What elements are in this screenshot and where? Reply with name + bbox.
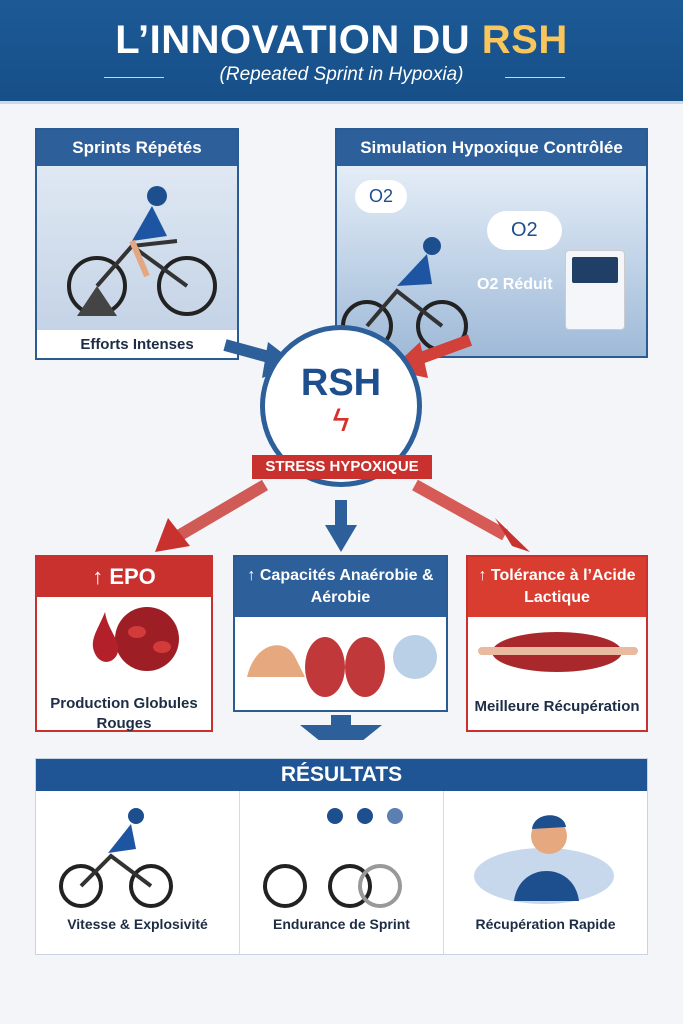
arrow-icon bbox=[155, 518, 190, 552]
results-title: RÉSULTATS bbox=[36, 759, 647, 791]
card-lactic: ↑ Tolérance à l’Acide Lactique Meilleure… bbox=[466, 555, 648, 732]
cyclist-icon bbox=[59, 808, 173, 908]
result-caption: Vitesse & Explosivité bbox=[67, 916, 208, 932]
results-list: Vitesse & Explosivité Endurance de Sprin… bbox=[36, 791, 647, 954]
card-hypoxia: Simulation Hypoxique Contrôlée O2 O2 O2 … bbox=[335, 128, 648, 358]
lightning-icon: ϟ bbox=[332, 402, 350, 438]
arrow-icon bbox=[495, 518, 530, 552]
muscle-lungs-icon bbox=[247, 635, 437, 697]
card-caption: Meilleure Récupération bbox=[474, 698, 640, 715]
cyclist-illustration bbox=[37, 166, 237, 330]
divider bbox=[505, 77, 565, 78]
card-caption: Production Globules Rouges bbox=[50, 695, 198, 732]
resting-athlete-icon bbox=[474, 815, 614, 904]
monitor-device-icon bbox=[565, 250, 625, 330]
o2-cloud: O2 bbox=[487, 211, 562, 250]
card-title: Simulation Hypoxique Contrôlée bbox=[337, 130, 646, 166]
divider bbox=[104, 77, 164, 78]
muscle-icon bbox=[478, 632, 638, 672]
result-item: Récupération Rapide bbox=[444, 791, 647, 954]
cyclists-group-icon bbox=[263, 808, 403, 908]
title-accent: RSH bbox=[481, 18, 568, 62]
rsh-label: RSH bbox=[300, 362, 382, 404]
blood-cells-icon bbox=[92, 607, 179, 671]
result-caption: Endurance de Sprint bbox=[273, 916, 410, 932]
card-title: ↑ EPO bbox=[37, 557, 211, 597]
card-capacities: ↑ Capacités Anaérobie & Aérobie bbox=[233, 555, 448, 712]
o2-reduced-label: O2 Réduit bbox=[477, 276, 553, 293]
result-item: Endurance de Sprint bbox=[240, 791, 444, 954]
cyclist-icon bbox=[67, 186, 217, 316]
header-banner bbox=[0, 0, 683, 104]
arrow-icon bbox=[412, 479, 508, 541]
results-panel: RÉSULTATS Vitesse & Explosivité Enduranc… bbox=[35, 758, 648, 955]
card-caption: Efforts Intenses bbox=[80, 336, 194, 353]
o2-cloud: O2 bbox=[355, 180, 408, 213]
title-main: L’INNOVATION DU bbox=[115, 18, 471, 62]
page-subtitle: (Repeated Sprint in Hypoxia) bbox=[219, 64, 464, 85]
card-title: Sprints Répétés bbox=[37, 130, 237, 166]
card-sprints: Sprints Répétés Efforts Intenses bbox=[35, 128, 239, 360]
card-epo: ↑ EPO Production Globules Rouges bbox=[35, 555, 213, 732]
page-title: L’INNOVATION DU RSH bbox=[0, 18, 683, 63]
card-title: ↑ Capacités Anaérobie & Aérobie bbox=[235, 557, 446, 617]
result-item: Vitesse & Explosivité bbox=[36, 791, 240, 954]
stress-banner: STRESS HYPOXIQUE bbox=[252, 455, 432, 479]
result-caption: Récupération Rapide bbox=[475, 916, 616, 932]
arrow-icon bbox=[300, 725, 382, 740]
arrow-icon bbox=[176, 479, 269, 541]
card-title: ↑ Tolérance à l’Acide Lactique bbox=[468, 557, 646, 617]
hypoxia-chamber-illustration: O2 O2 O2 Réduit bbox=[337, 166, 646, 356]
arrow-icon bbox=[325, 525, 357, 552]
